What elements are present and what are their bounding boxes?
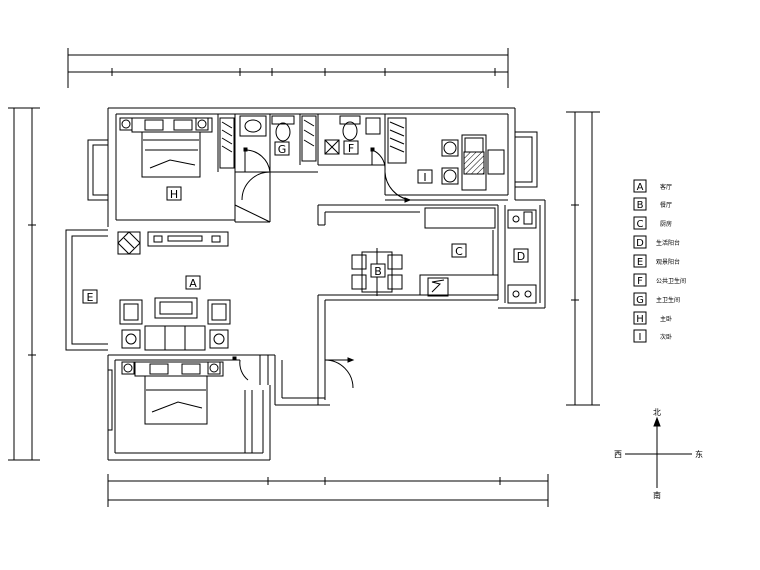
room-label-I: I — [417, 169, 433, 184]
room-letter-B: B — [374, 265, 382, 278]
legend-item: C 厨房 — [633, 216, 672, 230]
room-letter-I: I — [423, 171, 426, 184]
legend-text: 客厅 — [660, 183, 672, 191]
legend: A 客厅 B 餐厅 C 厨房 D 生活阳台 E 观景阳台 F 公共卫生间 — [633, 179, 686, 343]
stove-sink — [427, 277, 449, 297]
room-letter-G: G — [278, 143, 287, 156]
room-label-B: B — [370, 263, 386, 278]
room-letter-C: C — [455, 245, 463, 258]
legend-item: I 次卧 — [633, 329, 672, 343]
bathroom-f-fixtures — [301, 115, 381, 162]
sofa-set — [119, 297, 231, 351]
legend-item: H 主卧 — [633, 311, 672, 325]
legend-item: E 观景阳台 — [633, 254, 680, 268]
legend-key: D — [636, 238, 644, 249]
window-lower-left — [107, 369, 113, 431]
dimension-bottom — [107, 474, 549, 507]
legend-text: 主卧 — [660, 315, 672, 323]
compass-west-label: 西 — [614, 450, 622, 459]
balcony-left-upper — [87, 139, 109, 201]
room-label-A: A — [185, 275, 201, 290]
legend-text: 次卧 — [660, 333, 672, 341]
room-letter-E: E — [87, 291, 94, 304]
bathroom-g-fixtures — [239, 115, 295, 142]
legend-key: A — [637, 182, 644, 193]
tv-cabinet — [147, 231, 229, 247]
room-letter-F: F — [348, 142, 354, 155]
room-label-D: D — [513, 248, 529, 263]
room-label-C: C — [451, 243, 467, 258]
legend-key: G — [636, 295, 644, 306]
compass-north-label: 北 — [653, 408, 661, 417]
legend-item: B 餐厅 — [633, 197, 672, 211]
room-letter-D: D — [517, 250, 525, 263]
legend-key: H — [636, 314, 644, 325]
bed-lower — [121, 361, 224, 425]
bed-master — [119, 117, 213, 178]
legend-key: B — [637, 200, 644, 211]
room-label-H: H — [166, 186, 182, 201]
legend-text: 厨房 — [660, 220, 672, 228]
room-letter-H: H — [170, 188, 178, 201]
room-label-E: E — [82, 289, 98, 304]
balcony-e — [65, 229, 108, 351]
balcony-right — [514, 131, 538, 188]
legend-item: D 生活阳台 — [633, 235, 680, 249]
compass-south-label: 南 — [653, 490, 661, 500]
legend-key: F — [637, 276, 643, 287]
dimension-top — [67, 48, 509, 88]
interior-walls — [217, 114, 508, 303]
legend-text: 公共卫生间 — [656, 277, 686, 285]
plant-icon — [117, 231, 141, 255]
wardrobe-i — [387, 117, 407, 164]
room-label-F: F — [343, 140, 359, 155]
balcony-d-fixtures — [507, 209, 537, 304]
legend-item: G 主卫生间 — [633, 292, 680, 306]
compass-icon: 北 南 西 东 — [614, 408, 703, 500]
wardrobe-h — [219, 117, 235, 169]
legend-item: F 公共卫生间 — [633, 273, 686, 287]
door-lower-bedroom — [232, 356, 249, 381]
legend-key: E — [637, 257, 643, 268]
door-bathroom-f — [370, 147, 386, 171]
door-entry — [324, 357, 355, 389]
legend-text: 餐厅 — [660, 201, 672, 209]
legend-key: I — [639, 332, 642, 343]
dimension-left — [8, 107, 40, 461]
door-bedroom-h — [241, 171, 271, 201]
legend-text: 观景阳台 — [656, 258, 680, 266]
exterior-walls — [107, 107, 546, 461]
dimension-right — [566, 111, 600, 406]
legend-text: 主卫生间 — [656, 296, 680, 304]
bedroom-i-furniture — [441, 134, 505, 191]
room-letter-A: A — [189, 277, 197, 290]
legend-key: C — [637, 219, 644, 230]
compass-east-label: 东 — [695, 449, 703, 459]
legend-item: A 客厅 — [633, 179, 672, 193]
legend-text: 生活阳台 — [656, 239, 680, 247]
room-label-G: G — [274, 141, 290, 156]
door-bedroom-i — [384, 171, 412, 203]
door-bathroom-g — [243, 147, 271, 173]
